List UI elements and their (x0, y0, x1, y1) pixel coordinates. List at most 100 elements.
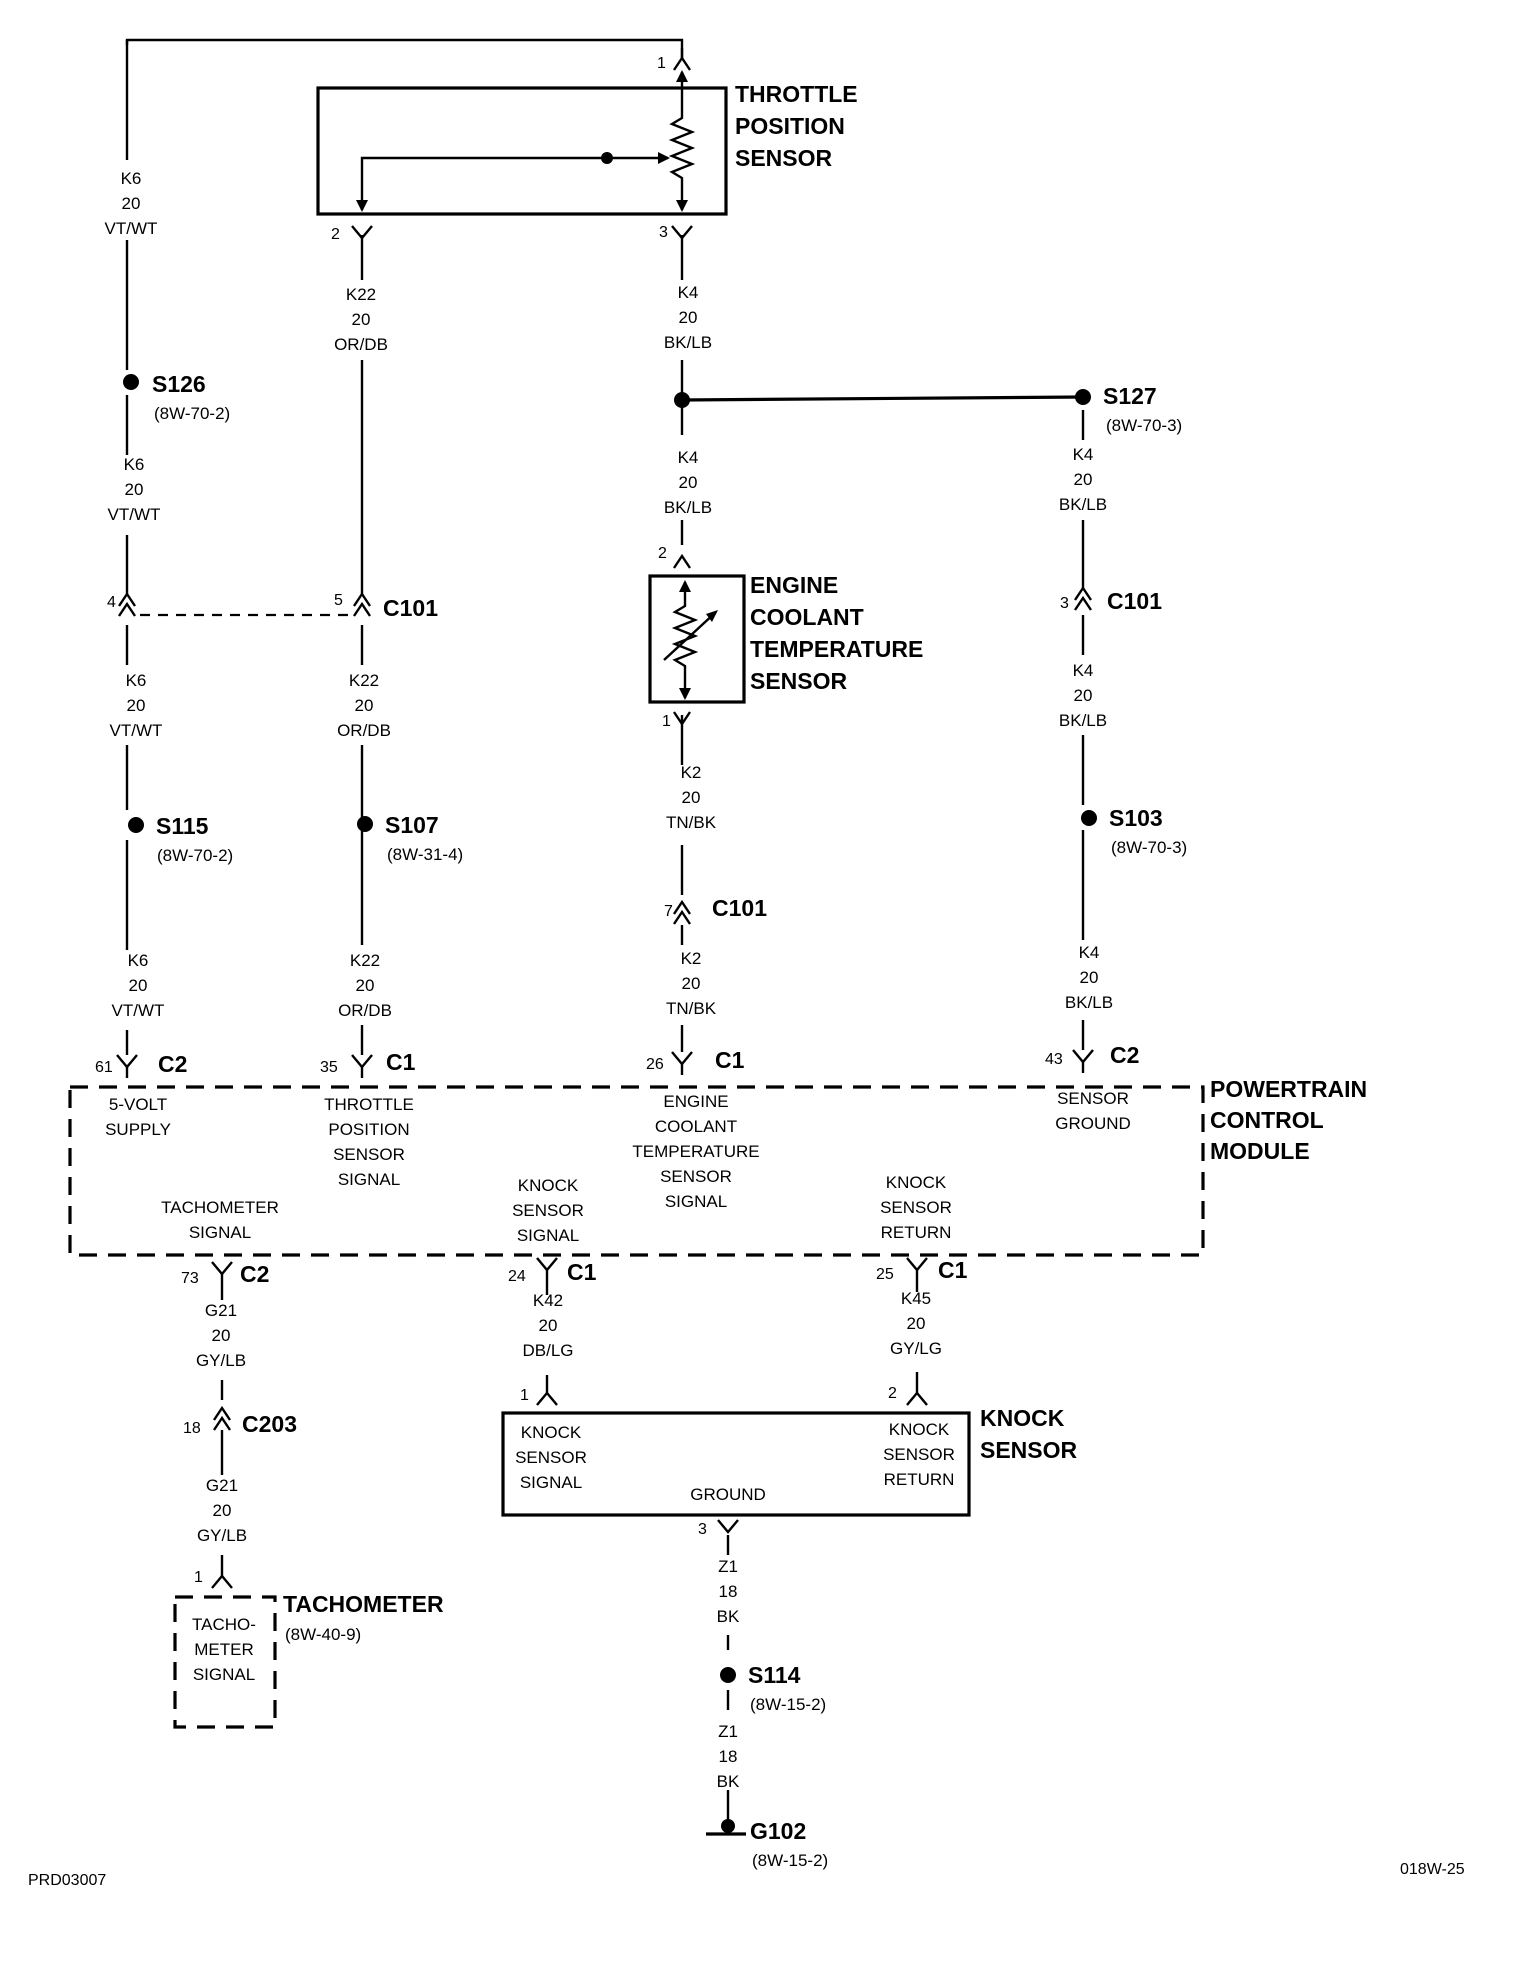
splice-s126-dot (123, 374, 139, 390)
splice-s127-ref: (8W-70-3) (1106, 416, 1182, 435)
splice-s103-dot (1081, 810, 1097, 826)
splice-s114-label: S114 (748, 1662, 801, 1688)
pin-tach-1: 1 (194, 1569, 203, 1586)
connector-c1-35: C1 (386, 1049, 416, 1075)
splice-k4-dot (674, 392, 690, 408)
pin-c101-4: 4 (107, 594, 116, 611)
pin-pcm-26: 26 (646, 1056, 664, 1073)
pin-pcm-24: 24 (508, 1268, 526, 1285)
k4-splice-wire (681, 395, 1084, 402)
splice-s103-ref: (8W-70-3) (1111, 838, 1187, 857)
pin-tps-1: 1 (657, 55, 666, 72)
splice-s115-label: S115 (156, 813, 209, 839)
throttle-position-sensor (316, 70, 728, 216)
connector-c101-b: C101 (712, 895, 767, 921)
knock-sensor-ground-circuit: GROUND (690, 1485, 766, 1504)
connector-c2-73: C2 (240, 1261, 269, 1287)
ground-g102-symbol (706, 1819, 746, 1836)
splice-s115-dot (128, 817, 144, 833)
connector-c2-43: C2 (1110, 1042, 1139, 1068)
pin-ects-2: 2 (658, 545, 667, 562)
pin-ks-2: 2 (888, 1385, 897, 1402)
k6-top-loop (125, 38, 684, 60)
splice-s107-dot (357, 816, 373, 832)
connector-c2-61: C2 (158, 1051, 187, 1077)
pin-pcm-43: 43 (1045, 1051, 1063, 1068)
wires (125, 38, 1085, 1825)
pin-pcm-25: 25 (876, 1266, 894, 1283)
pin-tps-2: 2 (331, 226, 340, 243)
pin-ks-3: 3 (698, 1521, 707, 1538)
splice-s115-ref: (8W-70-2) (157, 846, 233, 865)
tachometer-ref: (8W-40-9) (285, 1625, 361, 1644)
pin-pcm-35: 35 (320, 1059, 338, 1076)
pin-pcm-61: 61 (95, 1059, 113, 1076)
connector-c203: C203 (242, 1411, 297, 1437)
splice-s127-dot (1075, 389, 1091, 405)
pin-ects-1: 1 (662, 713, 671, 730)
pin-c203-18: 18 (183, 1420, 201, 1437)
pin-tps-3: 3 (659, 224, 668, 241)
ground-g102-ref: (8W-15-2) (752, 1851, 828, 1870)
splice-s103-label: S103 (1109, 805, 1163, 831)
splice-s107-label: S107 (385, 812, 439, 838)
tachometer-box (173, 1595, 277, 1729)
splice-s107-ref: (8W-31-4) (387, 845, 463, 864)
footer-right-code: 018W-25 (1400, 1861, 1465, 1878)
connector-c101-a: C101 (383, 595, 438, 621)
splice-s127-label: S127 (1103, 383, 1157, 409)
ground-g102-label: G102 (750, 1818, 806, 1844)
connector-c101-c: C101 (1107, 588, 1162, 614)
pin-c101-3: 3 (1060, 595, 1069, 612)
pin-ks-1: 1 (520, 1387, 529, 1404)
powertrain-control-module-box (68, 1085, 1205, 1257)
pin-c101-7: 7 (664, 903, 673, 920)
connector-c1-25: C1 (938, 1257, 968, 1283)
footer-left-code: PRD03007 (28, 1872, 106, 1889)
connector-c1-24: C1 (567, 1259, 597, 1285)
splice-s126-ref: (8W-70-2) (154, 404, 230, 423)
splice-s114-dot (720, 1667, 736, 1683)
tachometer-label: TACHOMETER (283, 1591, 444, 1617)
splice-dots (123, 374, 1097, 1683)
splice-s126-label: S126 (152, 371, 206, 397)
connector-symbols (116, 48, 1094, 1589)
pin-pcm-73: 73 (181, 1270, 199, 1287)
knock-sensor-box (501, 1411, 971, 1517)
splice-s114-ref: (8W-15-2) (750, 1695, 826, 1714)
